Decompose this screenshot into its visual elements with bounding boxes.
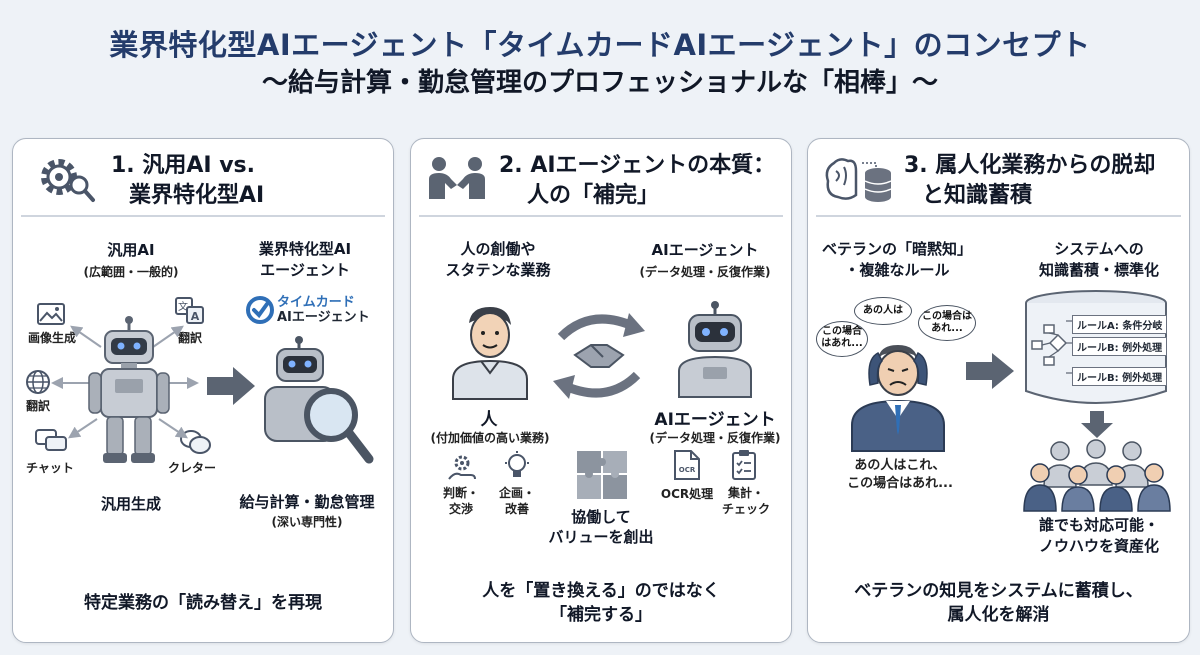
checklist-icon — [732, 450, 756, 480]
system-label: システムへの 知識蓄積・標準化 — [1038, 240, 1159, 279]
translate-label-1: 翻訳 — [177, 331, 202, 345]
page-title: 業界特化型AIエージェント「タイムカードAIエージェント」のコンセプト — [109, 28, 1091, 62]
agent-sub: (データ処理・反復作業) — [649, 431, 781, 445]
agent-label: AIエージェント — [654, 410, 776, 430]
right-arrow-icon-2 — [966, 353, 1014, 389]
gear-hand-icon — [448, 455, 476, 480]
thought-bubble-1: あの人は — [854, 297, 912, 325]
judge-label: 判断・ 交渉 — [442, 486, 479, 516]
veteran-label: ベテランの「暗黙知」 ・複雑なルール — [821, 240, 972, 279]
image-icon — [37, 303, 65, 325]
cycle-handshake-icon — [553, 313, 645, 399]
divider — [816, 215, 1181, 217]
panel-ai-agent-essence: 2. AIエージェントの本質： 人の「補完」 人の創働や スタテンな業務 AIエ… — [410, 138, 792, 643]
person-icon — [452, 307, 528, 400]
panel-knowledge-accumulation: 3. 属人化業務からの脱却 と知識蓄積 ベテランの「暗黙知」 ・複雑なルール シ… — [807, 138, 1190, 643]
svg-text:A: A — [191, 310, 200, 323]
brain-database-icon — [825, 158, 892, 202]
team-people-icon — [1023, 439, 1171, 512]
check-label: 集計・ チェック — [721, 486, 770, 516]
chat-label: チャット — [26, 461, 74, 475]
page-subtitle: 〜給与計算・勤怠管理のプロフェッショナルな「相棒」〜 — [261, 68, 938, 98]
rule-b-tag-1: ルールB: 例外処理 — [1072, 337, 1168, 356]
claimer-label: クレター — [167, 461, 216, 475]
down-arrow-icon — [1081, 411, 1113, 438]
thought-bubble-2: この場合 はあれ... — [816, 321, 868, 357]
globe-icon — [26, 370, 50, 394]
special-ai-label: 業界特化型AI エージェント — [258, 240, 352, 279]
panel3-footer: ベテランの知見をシステムに蓄積し、 属人化を解消 — [854, 581, 1143, 625]
general-gen-label: 汎用生成 — [100, 495, 161, 513]
anyone-label: 誰でも対応可能・ ノウハウを資産化 — [1038, 516, 1159, 555]
divider — [21, 215, 385, 217]
chat-icon — [35, 429, 67, 451]
veteran-speech: あの人はこれ、 この場合はあれ... — [847, 458, 953, 491]
rule-b-tag-2: ルールB: 例外処理 — [1072, 367, 1168, 386]
general-robot-icon — [88, 316, 170, 463]
panel2-footer: 人を「置き換える」のではなく 「補完する」 — [482, 581, 720, 625]
translate-icon: A 文 — [175, 297, 204, 324]
human-sub: (付加価値の高い業務) — [430, 431, 550, 445]
ocr-label: OCR処理 — [660, 487, 714, 501]
panel1-footer: 特定業務の「読み替え」を再現 — [84, 593, 322, 613]
translate-label-2: 翻訳 — [25, 399, 50, 413]
general-ai-label: 汎用AI — [107, 241, 155, 259]
stressed-veteran-icon — [851, 345, 945, 452]
panel-generic-vs-specialized: 1. 汎用AI vs. 業界特化型AI 汎用AI (広範囲・一般的) 画像生成 … — [12, 138, 394, 643]
right-arrow-icon — [207, 367, 255, 405]
puzzle-icon — [577, 451, 627, 499]
brand-label: タイムカード AIエージェント — [277, 295, 370, 325]
lightbulb-icon — [505, 451, 529, 477]
thought-bubble-3: この場合は あれ... — [918, 305, 976, 341]
payroll-label: 給与計算・勤怠管理 — [239, 493, 375, 511]
plan-label: 企画・ 改善 — [498, 486, 535, 516]
human-top-label: 人の創働や スタテンな業務 — [445, 240, 551, 279]
specialized-robot-icon — [264, 336, 374, 464]
divider — [419, 215, 783, 217]
collab-label: 協働して バリューを創出 — [548, 508, 654, 546]
agent-top-label: AIエージェント — [651, 241, 759, 259]
panel2-heading: 2. AIエージェントの本質： 人の「補完」 — [499, 153, 776, 208]
image-gen-label: 画像生成 — [27, 331, 76, 345]
handshake-people-icon — [429, 157, 485, 199]
ocr-document-icon: OCR — [674, 450, 700, 480]
panel3-heading: 3. 属人化業務からの脱却 と知識蓄積 — [904, 153, 1156, 208]
rule-a-tag: ルールA: 条件分岐 — [1072, 315, 1168, 334]
payroll-sub: (深い専門性) — [271, 515, 343, 529]
svg-text:文: 文 — [178, 300, 188, 313]
human-label: 人 — [480, 410, 498, 430]
timecard-logo-icon — [246, 296, 274, 324]
gear-magnifier-icon — [41, 159, 95, 202]
general-ai-sub: (広範囲・一般的) — [83, 265, 179, 279]
svg-text:OCR: OCR — [679, 466, 696, 474]
panel1-heading: 1. 汎用AI vs. 業界特化型AI — [111, 153, 265, 208]
agent-top-sub: (データ処理・反復作業) — [639, 265, 771, 279]
agent-robot-icon — [678, 301, 752, 398]
